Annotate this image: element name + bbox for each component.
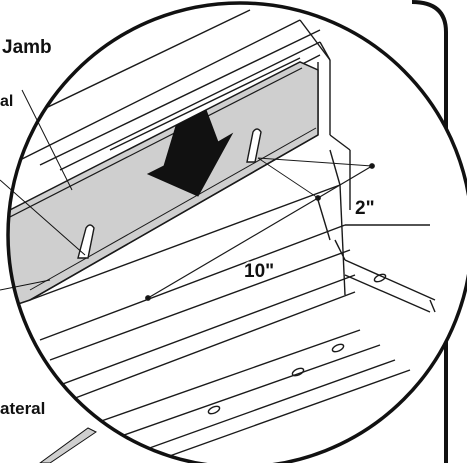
panel-border (411, 0, 448, 463)
magnifier-circle (6, 1, 467, 463)
label-partial-lateral: ateral (0, 399, 45, 418)
dimension-2-inch: 2" (355, 198, 375, 219)
dim-line-2 (317, 165, 373, 199)
dimension-10-inch: 10" (244, 261, 274, 282)
dim-line-10 (147, 197, 319, 299)
label-partial-al: al (0, 93, 13, 110)
press-arrow-icon (146, 109, 234, 197)
slot-right (246, 128, 262, 163)
label-jamb: Jamb (2, 37, 52, 58)
slot-left (77, 224, 95, 259)
lateral-strip (39, 427, 97, 463)
leader-line-3 (0, 279, 51, 291)
leader-line-1 (21, 89, 73, 191)
leader-line-2 (0, 179, 86, 256)
